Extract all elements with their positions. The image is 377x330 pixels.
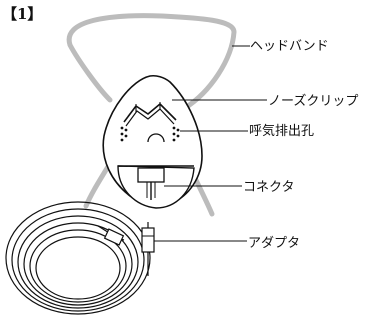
- connector: [137, 167, 165, 200]
- label-connector: コネクタ: [243, 180, 295, 195]
- label-headband: ヘッドバンド: [250, 39, 329, 54]
- adapter: [141, 222, 155, 276]
- label-exhalation-holes: 呼気排出孔: [249, 124, 315, 139]
- nose-clip: [123, 102, 177, 127]
- oxygen-tube-coil: [5, 201, 151, 315]
- label-nose-clip: ノーズクリップ: [268, 94, 359, 109]
- figure-label: 【1】: [2, 5, 43, 23]
- exhalation-holes: [120, 126, 180, 142]
- callout-leaders: [154, 45, 267, 242]
- label-adapter: アダプタ: [248, 236, 301, 251]
- mask-body: [102, 74, 203, 209]
- tube-coupling: [103, 228, 125, 246]
